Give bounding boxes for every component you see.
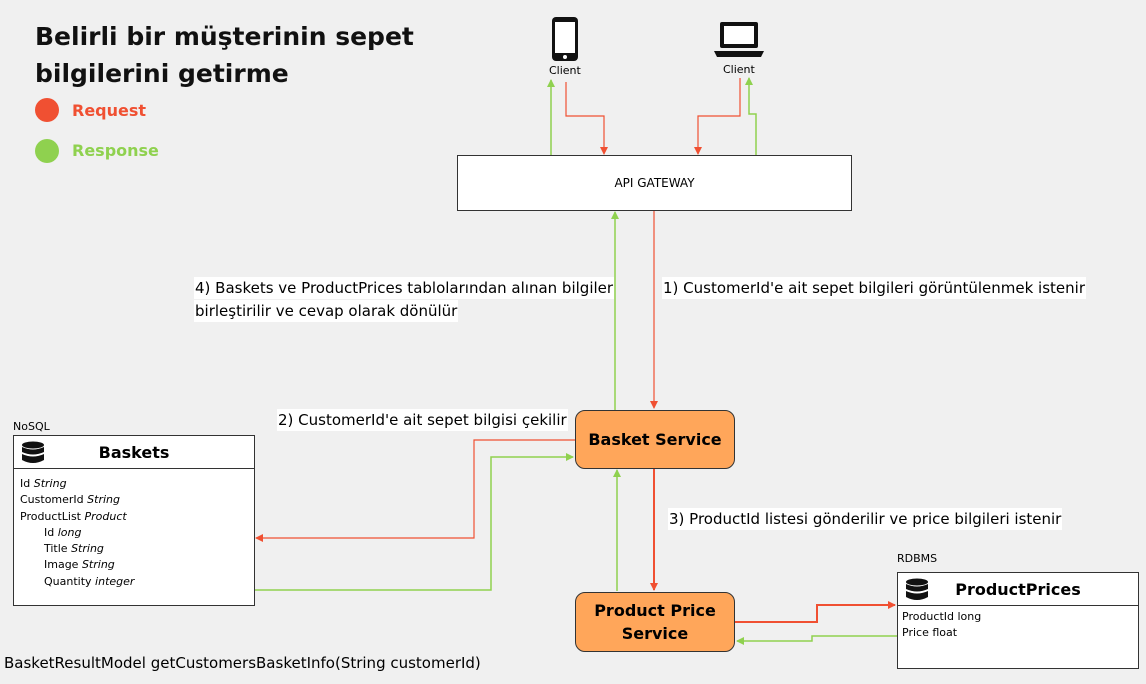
- response-arrow-gateway-to-laptop: [745, 77, 757, 155]
- response-arrow-table-to-price: [736, 635, 897, 645]
- field-type: long: [57, 525, 82, 539]
- product-prices-table-name: ProductPrices: [955, 579, 1081, 599]
- basket-service-label: Basket Service: [588, 430, 722, 449]
- database-icon: [906, 578, 928, 600]
- baskets-field-list: Id String CustomerId String ProductList …: [14, 469, 254, 590]
- field-row: ProductList Product: [20, 509, 254, 525]
- product-prices-table: ProductPrices ProductId long Price float: [897, 572, 1139, 669]
- request-arrow-phone-to-gateway: [565, 82, 608, 155]
- field-row: ProductId long: [902, 610, 982, 623]
- field-name: Id: [20, 477, 31, 490]
- request-legend-dot: [35, 98, 59, 122]
- response-legend-label: Response: [72, 141, 159, 160]
- diagram-title-line1: Belirli bir müşterinin sepet: [35, 22, 414, 51]
- baskets-db-type: NoSQL: [13, 420, 50, 433]
- field-row: Title String: [20, 541, 254, 557]
- field-type: integer: [95, 574, 135, 588]
- request-legend-label: Request: [72, 101, 147, 120]
- field-name: ProductList: [20, 509, 81, 523]
- step-1-label: 1) CustomerId'e ait sepet bilgileri görü…: [662, 277, 1086, 299]
- product-prices-field-list: ProductId long Price float: [898, 606, 1138, 642]
- field-type: String: [81, 558, 115, 572]
- laptop-icon: [714, 22, 764, 57]
- field-row: Image String: [20, 557, 254, 573]
- field-row: Quantity integer: [20, 574, 254, 590]
- request-arrow-basket-to-baskets: [255, 439, 575, 542]
- smartphone-icon: [552, 17, 578, 61]
- response-legend-dot: [35, 139, 59, 163]
- field-type: Product: [84, 509, 127, 523]
- field-row: Id long: [20, 525, 254, 541]
- field-name: Id: [44, 525, 55, 539]
- client-label-laptop: Client: [723, 63, 755, 76]
- response-arrow-baskets-to-basket: [254, 453, 574, 591]
- basket-service: Basket Service: [575, 410, 735, 469]
- baskets-table: Baskets Id String CustomerId String Prod…: [13, 435, 255, 606]
- field-row: Price float: [902, 626, 958, 640]
- request-arrow-price-to-table: [735, 601, 896, 623]
- field-type: String: [71, 542, 104, 556]
- field-row: Id String: [20, 476, 254, 492]
- product-price-service-label-line1: Product Price: [594, 601, 716, 620]
- diagram-title: Belirli bir müşterinin sepet bilgilerini…: [35, 18, 435, 92]
- baskets-table-header: Baskets: [14, 436, 254, 469]
- api-gateway-label: API GATEWAY: [614, 176, 695, 190]
- baskets-table-name: Baskets: [98, 442, 170, 462]
- database-icon: [22, 441, 44, 463]
- api-gateway: API GATEWAY: [457, 155, 852, 211]
- product-prices-db-type: RDBMS: [897, 552, 938, 565]
- field-name: Title: [44, 542, 68, 556]
- step-4-label-line1: 4) Baskets ve ProductPrices tablolarında…: [194, 277, 615, 299]
- product-price-service-label-line2: Service: [621, 624, 689, 643]
- request-arrow-laptop-to-gateway: [694, 78, 741, 155]
- field-type: String: [87, 493, 120, 507]
- product-price-service: Product Price Service: [575, 592, 735, 652]
- field-type: String: [33, 477, 67, 490]
- step-2-label: 2) CustomerId'e ait sepet bilgisi çekili…: [277, 409, 568, 431]
- client-label-phone: Client: [549, 64, 581, 77]
- field-row: CustomerId String: [20, 492, 254, 508]
- step-3-label: 3) ProductId listesi gönderilir ve price…: [668, 508, 1063, 530]
- product-prices-table-header: ProductPrices: [898, 573, 1138, 606]
- diagram-title-line2: bilgilerini getirme: [35, 59, 289, 88]
- method-signature: BasketResultModel getCustomersBasketInfo…: [4, 654, 481, 672]
- step-4-label-line2: birleştirilir ve cevap olarak dönülür: [194, 300, 459, 322]
- field-name: Quantity: [44, 574, 92, 588]
- field-name: Image: [44, 558, 79, 572]
- field-name: CustomerId: [20, 493, 84, 507]
